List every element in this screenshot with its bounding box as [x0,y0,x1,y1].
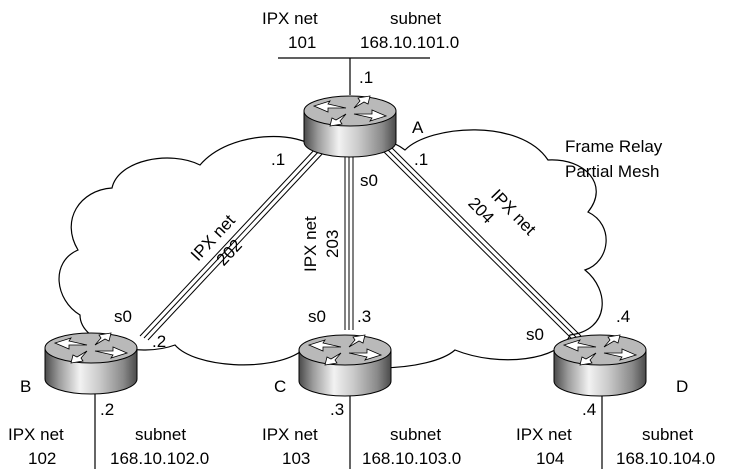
router-c-icon [298,334,392,397]
router-c-lan-host: .3 [330,400,344,419]
cloud-title-line2: Partial Mesh [565,162,659,181]
router-c-subnet-value: 168.10.103.0 [362,449,461,468]
router-b-net-header: IPX net [8,425,64,444]
link-ac-line2: 203 [323,230,342,258]
router-c-net-header: IPX net [262,425,318,444]
router-d-subnet-value: 168.10.104.0 [616,449,715,468]
router-a-serial: s0 [360,171,378,190]
top-net-header: IPX net [262,9,318,28]
top-subnet-header: subnet [390,9,441,28]
router-c-subnet-header: subnet [390,425,441,444]
router-a-link-b-host: .1 [271,150,285,169]
router-a-name: A [412,118,424,137]
router-d-name: D [676,377,688,396]
router-d-lan-host: .4 [582,400,596,419]
router-b-net-value: 102 [28,449,56,468]
cloud-title-line1: Frame Relay [565,137,663,156]
router-d-net-value: 104 [536,449,564,468]
router-d-wan-host: .4 [616,307,630,326]
link-ac-label: IPX net 203 [301,216,342,272]
link-ac-line1: IPX net [301,216,320,272]
link-a-d [381,145,582,341]
router-c-wan-host: .3 [357,307,371,326]
router-c-name: C [274,377,286,396]
link-a-c [344,155,354,330]
router-a-lan-host: .1 [359,68,373,87]
top-net-value: 101 [288,33,316,52]
router-b-subnet-header: subnet [135,425,186,444]
router-d-net-header: IPX net [516,425,572,444]
router-c-net-value: 103 [282,449,310,468]
router-c-serial: s0 [308,307,326,326]
top-subnet-value: 168.10.101.0 [360,33,459,52]
router-b-lan-host: .2 [100,400,114,419]
router-b-name: B [20,377,31,396]
router-b-serial: s0 [114,307,132,326]
router-b-wan-host: .2 [152,332,166,351]
router-d-icon [553,334,647,397]
router-a-icon [303,95,397,158]
router-a-link-d-host: .1 [414,150,428,169]
router-b-icon [44,332,138,395]
router-d-serial: s0 [526,325,544,344]
router-b-subnet-value: 168.10.102.0 [110,449,209,468]
link-a-b [139,147,325,341]
router-d-subnet-header: subnet [642,425,693,444]
